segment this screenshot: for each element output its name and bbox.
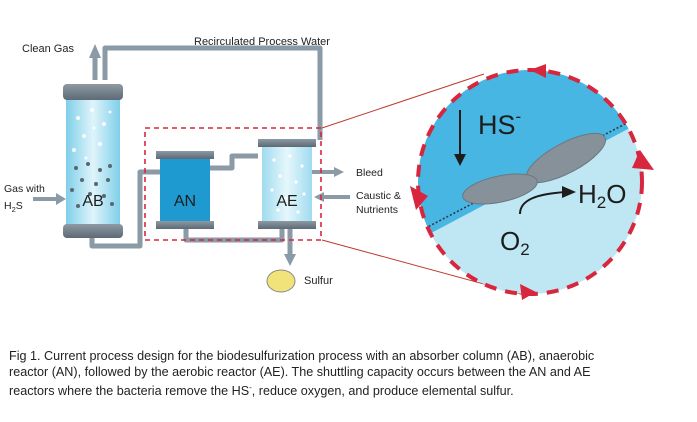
flow-arrow-bottom <box>520 284 536 300</box>
ab-label: AB <box>82 193 103 210</box>
h2s-label: H2S <box>4 200 23 214</box>
h2s-s: S <box>16 200 23 212</box>
an-label: AN <box>174 193 196 210</box>
sulfur-pellet <box>266 269 296 293</box>
caustic-arrow <box>314 192 324 202</box>
an-top-to-ae-pipe <box>206 153 258 171</box>
nutrients-label: Nutrients <box>356 204 398 216</box>
hs-down-arrow <box>454 154 466 166</box>
bleed-arrow <box>334 167 344 177</box>
o2-o: O <box>500 226 520 256</box>
caption-superscript: - <box>249 383 252 392</box>
ae-label: AE <box>276 193 297 210</box>
h2s-h: H <box>4 200 12 212</box>
o2-to-h2o-arrow <box>562 186 576 198</box>
caption-line-2: reactor (AN), followed by the aerobic re… <box>9 364 591 379</box>
figure-caption: Fig 1. Current process design for the bi… <box>9 349 691 400</box>
recirculated-water-pipe <box>102 45 323 140</box>
ae-reactor <box>258 139 316 229</box>
ab-to-an-pipe <box>89 169 160 249</box>
hs-label: HS- <box>478 107 521 140</box>
caption-line-3b: , reduce oxygen, and produce elemental s… <box>251 384 514 399</box>
pipes <box>89 45 323 256</box>
callout-line-top <box>321 73 485 129</box>
caustic-label: Caustic & <box>356 190 401 202</box>
h2o-label: H2O <box>578 179 626 212</box>
an-reactor <box>156 151 214 229</box>
ab-column <box>63 84 123 238</box>
gas-inlet-arrow <box>56 193 66 205</box>
hs-text: HS <box>478 110 516 140</box>
gas-with-label: Gas with <box>4 183 45 195</box>
clean-gas-label: Clean Gas <box>22 43 74 55</box>
sulfur-label: Sulfur <box>304 275 333 287</box>
bleed-label: Bleed <box>356 167 383 179</box>
inset-magnification <box>410 64 654 300</box>
flow-arrow-right <box>632 150 654 170</box>
o2-sub: 2 <box>520 240 529 259</box>
h2o-h: H <box>578 179 597 209</box>
caption-line-3a: reactors where the bacteria remove the H… <box>9 384 250 399</box>
sulfur-arrow <box>284 254 296 266</box>
o2-label: O2 <box>500 226 530 259</box>
recirculated-water-label: Recirculated Process Water <box>194 36 330 48</box>
h2o-o: O <box>606 179 626 209</box>
an-to-ae-pipe <box>183 222 285 243</box>
h2s-sub: 2 <box>12 205 16 214</box>
flow-arrow-top <box>530 64 546 78</box>
h2o-sub: 2 <box>597 193 606 212</box>
hs-superscript: - <box>516 107 522 126</box>
clean-gas-arrow <box>89 44 101 58</box>
flow-arrow-left <box>410 186 428 210</box>
caption-line-1: Fig 1. Current process design for the bi… <box>9 349 595 363</box>
